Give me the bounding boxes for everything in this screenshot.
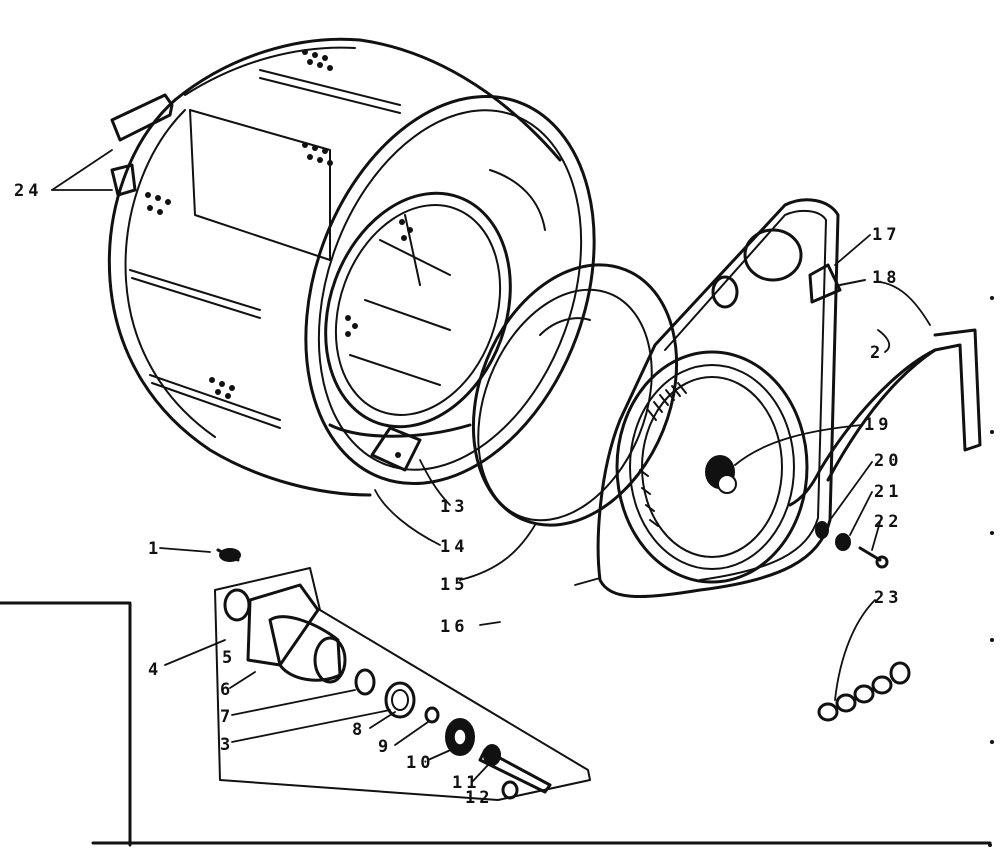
callout-21: 21 [874,482,902,502]
rear-bulkhead [596,198,866,598]
callout-14: 14 [440,537,468,557]
callout-20: 20 [874,451,902,471]
leader-lines [51,149,931,799]
support-rail [788,328,982,507]
callout-labels: 24 1 4 5 6 7 3 8 9 10 11 12 13 14 15 16 … [14,181,902,808]
callout-22: 22 [874,512,902,532]
callout-7: 7 [220,707,234,727]
callout-6: 6 [220,680,234,700]
callout-9: 9 [378,737,392,757]
drum-seal [471,263,679,527]
shaft-assembly [0,548,992,847]
callout-8: 8 [352,720,366,740]
callout-24: 24 [14,181,42,201]
callout-11: 11 [452,773,480,793]
callout-19: 19 [864,415,892,435]
callout-13: 13 [440,497,468,517]
callout-15: 15 [440,575,468,595]
callout-18: 18 [872,268,900,288]
fastener-parts [815,521,889,569]
drum [107,37,596,497]
callout-10: 10 [406,753,434,773]
callout-5: 5 [222,648,236,668]
callout-17: 17 [872,225,900,245]
roller-set [817,661,911,722]
margin-marks [988,296,994,847]
drum-perforations [145,49,413,399]
callout-3: 3 [220,735,234,755]
callout-12: 12 [465,788,493,808]
callout-4: 4 [148,660,162,680]
drum-bracket-24 [110,93,174,197]
callout-23: 23 [874,588,902,608]
callout-16: 16 [440,617,468,637]
callout-2: 2 [870,343,884,363]
callout-1: 1 [148,539,162,559]
